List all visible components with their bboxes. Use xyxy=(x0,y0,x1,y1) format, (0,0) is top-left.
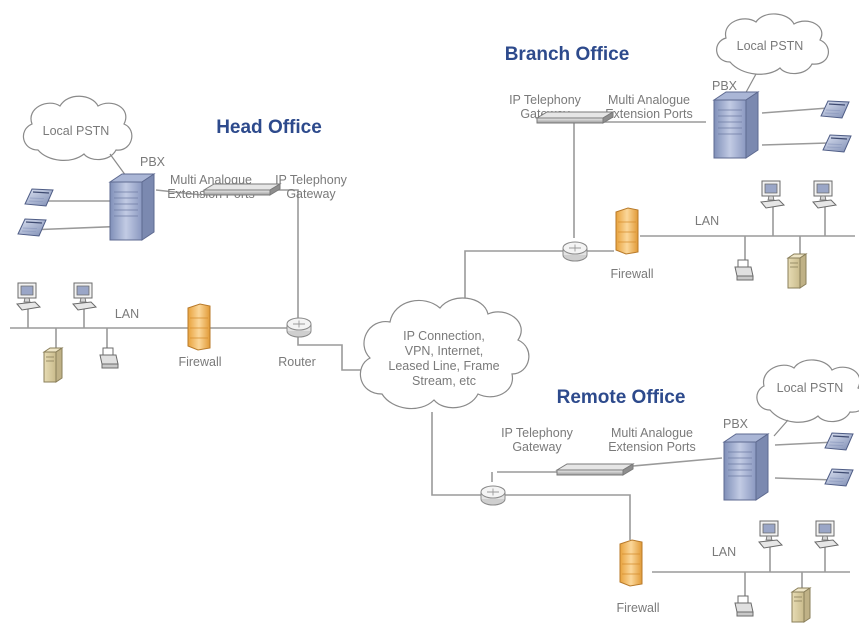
wan-label-line4: Stream, etc xyxy=(412,374,476,388)
remote-lan-label: LAN xyxy=(712,545,736,559)
remote-pc-icon-2 xyxy=(814,520,839,549)
branch-gateway-label-1: IP Telephony xyxy=(509,93,582,107)
branch-firewall-label: Firewall xyxy=(610,267,653,281)
remote-gateway-label-1: IP Telephony xyxy=(501,426,574,440)
wan-label-line3: Leased Line, Frame xyxy=(388,359,499,373)
remote-gateway-icon xyxy=(556,463,634,476)
remote-office-title: Remote Office xyxy=(557,387,686,408)
head-pbx-icon xyxy=(109,173,155,241)
head-gateway-icon xyxy=(203,183,281,196)
remote-pbx-label: PBX xyxy=(723,417,749,431)
head-pc-icon-1 xyxy=(16,282,41,311)
head-router-icon xyxy=(286,317,312,338)
head-gateway-label-2: Gateway xyxy=(286,187,336,201)
branch-pc-icon-2 xyxy=(812,180,837,209)
remote-pbx-icon xyxy=(723,433,769,501)
head-router-label: Router xyxy=(278,355,316,369)
remote-ports-label-1: Multi Analogue xyxy=(611,426,693,440)
remote-office: Remote Office PBX IP Telephony Gateway M… xyxy=(480,387,854,623)
remote-firewall-icon xyxy=(619,539,643,587)
branch-ports-label-1: Multi Analogue xyxy=(608,93,690,107)
wan-cloud: IP Connection, VPN, Internet, Leased Lin… xyxy=(359,297,530,410)
local-pstn-cloud-branch: Local PSTN xyxy=(716,13,829,97)
branch-gateway-icon xyxy=(536,111,614,124)
head-firewall-icon xyxy=(187,303,211,351)
head-phone-icon-2 xyxy=(17,218,47,237)
branch-office: Branch Office PBX IP Telephony Gateway M… xyxy=(505,44,852,289)
head-lan-label: LAN xyxy=(115,307,139,321)
remote-cloud-label: Local PSTN xyxy=(777,381,844,395)
branch-firewall-icon xyxy=(615,207,639,255)
head-pc-icon-2 xyxy=(72,282,97,311)
remote-printer-icon xyxy=(734,595,754,617)
remote-ports-label-2: Extension Ports xyxy=(608,440,696,454)
head-printer-icon xyxy=(99,347,119,369)
remote-firewall-label: Firewall xyxy=(616,601,659,615)
remote-gateway-label-2: Gateway xyxy=(512,440,562,454)
branch-phone-icon-1 xyxy=(820,100,850,119)
remote-server-icon xyxy=(791,587,811,623)
remote-phone-icon-2 xyxy=(824,468,854,487)
wan-label-line1: IP Connection, xyxy=(403,329,485,343)
head-phone-icon-1 xyxy=(24,188,54,207)
branch-pbx-label: PBX xyxy=(712,79,738,93)
wan-label-line2: VPN, Internet, xyxy=(405,344,484,358)
head-office-title: Head Office xyxy=(216,117,322,138)
branch-pbx-icon xyxy=(713,91,759,159)
branch-cloud-label: Local PSTN xyxy=(737,39,804,53)
branch-office-title: Branch Office xyxy=(505,44,630,65)
branch-pc-icon-1 xyxy=(760,180,785,209)
branch-router-icon xyxy=(562,241,588,262)
remote-pc-icon-1 xyxy=(758,520,783,549)
branch-printer-icon xyxy=(734,259,754,281)
branch-ports-label-2: Extension Ports xyxy=(605,107,693,121)
head-cloud-label: Local PSTN xyxy=(43,124,110,138)
head-pbx-label: PBX xyxy=(140,155,166,169)
head-gateway-label-1: IP Telephony xyxy=(275,173,348,187)
remote-router-icon xyxy=(480,485,506,506)
head-server-icon xyxy=(43,347,63,383)
branch-phone-icon-2 xyxy=(822,134,852,153)
local-pstn-cloud-head: Local PSTN xyxy=(22,95,133,177)
branch-server-icon xyxy=(787,253,807,289)
head-office: Head Office PBX Multi Analogue Extension… xyxy=(16,117,348,383)
remote-phone-icon-1 xyxy=(824,432,854,451)
head-firewall-label: Firewall xyxy=(178,355,221,369)
branch-lan-label: LAN xyxy=(695,214,719,228)
local-pstn-cloud-remote: Local PSTN xyxy=(756,359,859,437)
